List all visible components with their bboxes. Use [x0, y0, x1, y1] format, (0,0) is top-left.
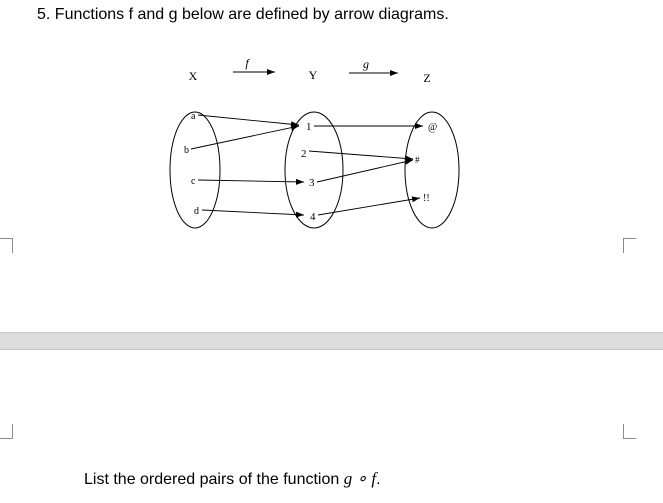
page-break-gap	[0, 332, 663, 350]
question-statement: Functions f and g below are defined by a…	[54, 6, 449, 23]
z-element-hash: #	[415, 155, 420, 165]
prompt-period: .	[376, 471, 381, 488]
arrow-diagram: X Y Z f g a b c d 1 2 3 4 @ # !!	[163, 53, 464, 231]
g-arrow-4-bang	[317, 196, 421, 216]
f-arrow-d-4	[201, 209, 305, 218]
y-element-2: 2	[301, 148, 307, 160]
g-arrow-3-hash	[316, 158, 414, 183]
page-margin-corner-bottom-left	[0, 424, 13, 439]
prompt-statement: List the ordered pairs of the function	[84, 471, 344, 488]
x-element-d: d	[194, 206, 199, 217]
set-z-label: Z	[423, 71, 430, 85]
set-x-oval	[169, 111, 221, 229]
z-element-bang: !!	[423, 193, 430, 204]
x-element-b: b	[184, 145, 189, 156]
y-element-1: 1	[306, 121, 312, 133]
set-x-label: X	[189, 69, 198, 83]
set-z-oval	[404, 111, 460, 229]
g-arrow-2-hash	[308, 150, 414, 162]
set-y-label: Y	[309, 68, 318, 82]
f-arrow-c-3	[197, 178, 305, 185]
y-element-3: 3	[309, 177, 315, 189]
f-arrow-a-1	[197, 114, 300, 128]
z-element-at: @	[428, 122, 437, 133]
composition-expression: g ∘ f	[343, 469, 377, 488]
y-element-4: 4	[310, 211, 316, 223]
f-label: f	[245, 56, 250, 70]
f-arrow-b-1	[190, 124, 300, 150]
prompt-text: List the ordered pairs of the function g…	[84, 468, 381, 491]
g-label: g	[363, 57, 369, 71]
set-y-oval	[284, 111, 344, 229]
question-number: 5.	[37, 6, 51, 23]
page-margin-corner-top-left	[0, 238, 13, 253]
x-element-a: a	[191, 111, 196, 122]
page-margin-corner-top-right	[623, 238, 636, 253]
page-margin-corner-bottom-right	[623, 424, 636, 439]
x-element-c: c	[191, 176, 196, 187]
question-text: 5. Functions f and g below are defined b…	[37, 4, 449, 26]
